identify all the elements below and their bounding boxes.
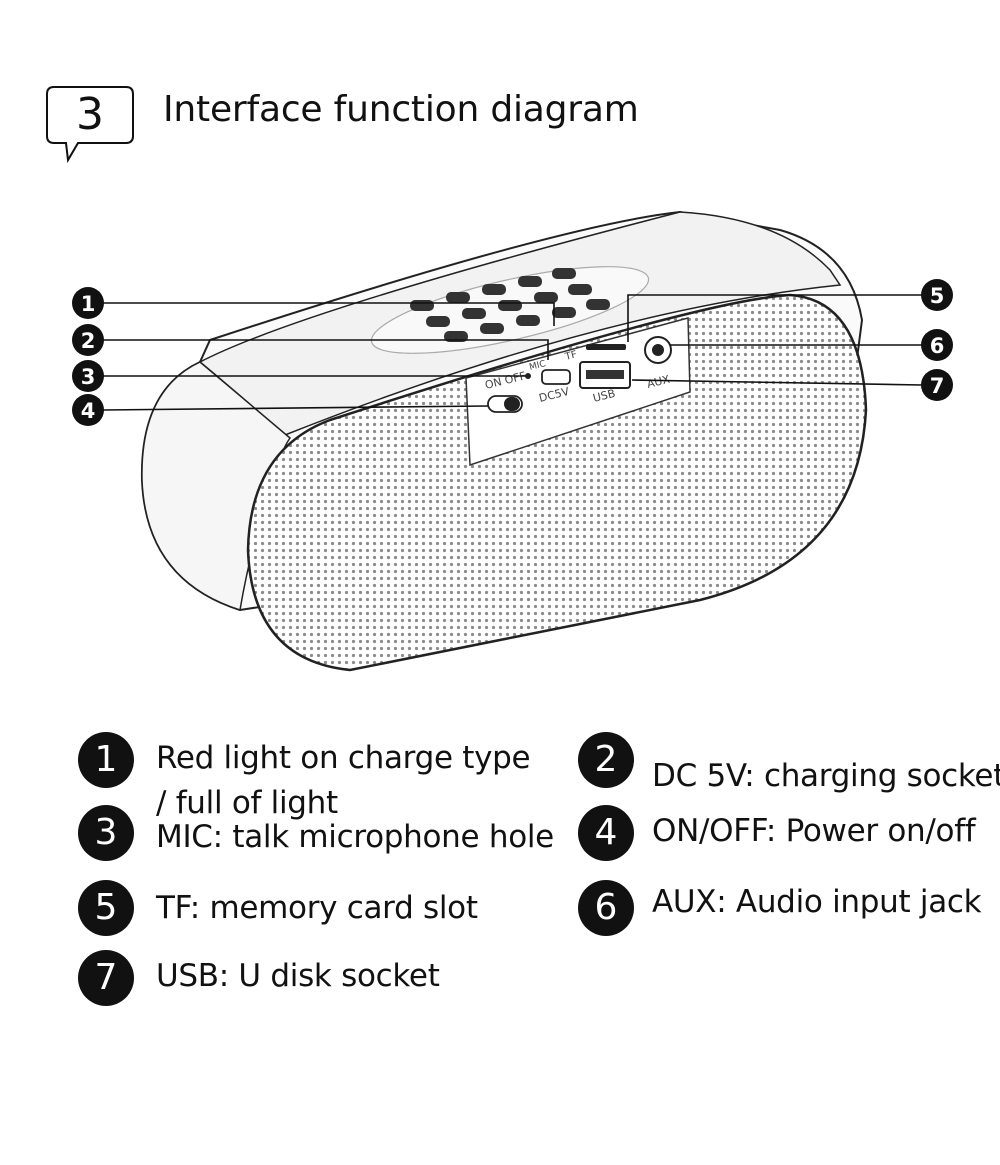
legend-text: AUX: Audio input jack [652, 884, 982, 920]
leader-lines [102, 294, 923, 411]
callout-6: 6 [921, 329, 953, 361]
legend-badge: 4 [578, 805, 634, 861]
callout-7: 7 [921, 369, 953, 401]
callout-1: 1 [72, 287, 104, 319]
legend-text: TF: memory card slot [156, 890, 478, 926]
legend: 1 Red light on charge type / full of lig… [0, 710, 1000, 1050]
front-grille [246, 293, 868, 672]
svg-text:2: 2 [81, 329, 96, 353]
legend-text-continued: / full of light [156, 785, 338, 821]
legend-badge: 2 [578, 732, 634, 788]
svg-text:1: 1 [81, 292, 96, 316]
legend-badge: 7 [78, 950, 134, 1006]
header: 3 Interface function diagram [0, 0, 1000, 190]
legend-text: ON/OFF: Power on/off [652, 813, 976, 849]
svg-text:4: 4 [81, 399, 96, 423]
legend-text: USB: U disk socket [156, 958, 440, 994]
legend-text: DC 5V: charging socket [652, 758, 1000, 794]
tf-slot-icon [586, 344, 626, 350]
dc-socket-icon [541, 369, 571, 385]
tf-label: TF [563, 349, 578, 363]
step-number: 3 [76, 89, 104, 140]
svg-text:3: 3 [81, 365, 96, 389]
svg-text:6: 6 [930, 334, 945, 358]
legend-badge: 1 [78, 732, 134, 788]
speaker-diagram: ON OFF MIC DC5V USB TF AUX 1 2 3 4 5 6 7 [72, 210, 953, 672]
port-panel: ON OFF MIC DC5V USB TF AUX [465, 317, 691, 467]
legend-badge: 6 [578, 880, 634, 936]
callout-2: 2 [72, 324, 104, 356]
aux-label: AUX [646, 373, 672, 391]
callouts: 1 2 3 4 5 6 7 [72, 279, 953, 426]
legend-text: Red light on charge type [156, 740, 531, 776]
mic-hole-icon [525, 373, 531, 379]
legend-badge: 3 [78, 805, 134, 861]
legend-badge: 5 [78, 880, 134, 936]
usb-label: USB [592, 387, 617, 405]
mic-label: MIC [528, 359, 547, 373]
callout-3: 3 [72, 360, 104, 392]
legend-text: MIC: talk microphone hole [156, 819, 554, 855]
svg-text:5: 5 [930, 284, 945, 308]
page-title: Interface function diagram [163, 89, 639, 130]
speech-bubble-icon [46, 86, 134, 164]
callout-4: 4 [72, 394, 104, 426]
callout-5: 5 [921, 279, 953, 311]
svg-text:7: 7 [930, 374, 945, 398]
